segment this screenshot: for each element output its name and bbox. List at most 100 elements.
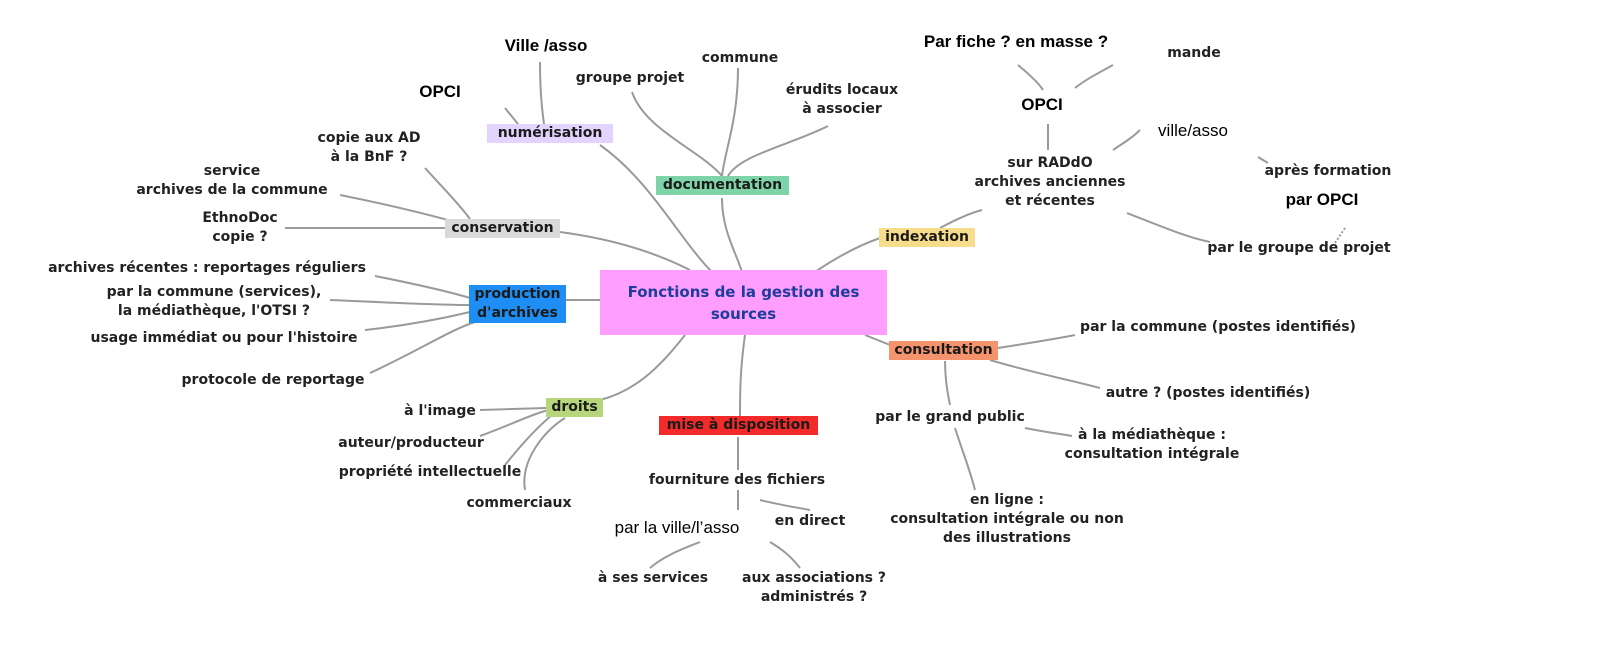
- link-en-direct: [759, 499, 811, 511]
- link-mise: [739, 334, 746, 417]
- leaf-line: archives anciennes: [974, 174, 1126, 190]
- link-commune: [721, 67, 739, 177]
- leaf-associations[interactable]: aux associations ? administrés ?: [742, 569, 886, 607]
- leaf-line: par la commune (services),: [106, 284, 322, 300]
- leaf-commerciaux[interactable]: commerciaux: [466, 495, 572, 511]
- link-par-commune: [329, 299, 471, 306]
- link-groupe-de-projet: [1126, 212, 1211, 243]
- link-droits: [599, 334, 686, 401]
- leaf-opci[interactable]: OPCI: [419, 82, 461, 101]
- leaf-par-opci[interactable]: par OPCI: [1285, 190, 1359, 209]
- leaf-groupe-de-projet[interactable]: par le groupe de projet: [1207, 240, 1391, 256]
- node-documentation[interactable]: documentation: [656, 176, 789, 195]
- leaf-line: archives de la commune: [136, 182, 328, 198]
- leaf-propriete[interactable]: propriété intellectuelle: [338, 464, 522, 480]
- leaf-copie-ad[interactable]: copie aux AD à la BnF ?: [318, 129, 421, 167]
- link-raddo: [939, 209, 983, 229]
- leaf-en-ligne[interactable]: en ligne : consultation intégrale ou non d…: [890, 491, 1124, 548]
- leaf-ethnodoc[interactable]: EthnoDoc copie ?: [202, 209, 277, 247]
- link-image: [479, 407, 547, 411]
- node-consultation[interactable]: consultation: [889, 341, 998, 360]
- leaf-mande[interactable]: mande: [1167, 45, 1221, 61]
- leaf-line: EthnoDoc: [202, 210, 278, 226]
- link-protocole: [369, 321, 476, 374]
- link-en-ligne: [954, 427, 976, 491]
- leaf-line: service: [203, 163, 261, 179]
- link-par-fiche: [1017, 64, 1044, 91]
- link-conservation: [559, 231, 691, 271]
- leaf-line: administrés ?: [760, 589, 868, 605]
- link-grand-public: [944, 360, 951, 406]
- central-topic[interactable]: Fonctions de la gestion des sources: [600, 270, 887, 335]
- node-numerisation[interactable]: numérisation: [487, 124, 613, 143]
- leaf-usage[interactable]: usage immédiat ou pour l'histoire: [90, 330, 358, 346]
- link-apres-formation: [1257, 156, 1269, 164]
- leaf-ville-asso-indexation[interactable]: ville/asso: [1158, 121, 1228, 140]
- node-indexation[interactable]: indexation: [879, 228, 975, 247]
- leaf-line: érudits locaux: [785, 82, 899, 98]
- leaf-line: à la médiathèque :: [1078, 427, 1226, 443]
- leaf-archives-recentes[interactable]: archives récentes : reportages réguliers: [48, 260, 366, 276]
- leaf-grand-public[interactable]: par le grand public: [875, 409, 1025, 425]
- link-opci-left: [504, 107, 519, 125]
- leaf-line: à la BnF ?: [330, 149, 408, 165]
- leaf-autre[interactable]: autre ? (postes identifiés): [1105, 385, 1311, 401]
- link-archives-recentes: [374, 275, 471, 299]
- leaf-line: copie ?: [212, 229, 268, 245]
- leaf-line: à associer: [802, 101, 882, 117]
- link-copie-ad: [424, 167, 471, 220]
- link-par-opci-dotted: [1334, 227, 1346, 244]
- leaf-groupe-projet[interactable]: groupe projet: [575, 70, 685, 86]
- leaf-line: consultation intégrale ou non: [890, 511, 1124, 527]
- node-production-archives[interactable]: production d'archives: [469, 285, 566, 323]
- leaf-commune-postes[interactable]: par la commune (postes identifiés): [1080, 319, 1356, 335]
- leaf-fourniture[interactable]: fourniture des fichiers: [648, 472, 826, 488]
- leaf-line: aux associations ?: [742, 570, 886, 586]
- node-line: production: [474, 286, 561, 302]
- link-numerisation: [599, 144, 713, 273]
- link-service: [339, 194, 456, 223]
- leaf-line: sur RADdO: [1007, 155, 1093, 171]
- leaf-ses-services[interactable]: à ses services: [597, 570, 709, 586]
- link-ville-asso: [539, 61, 545, 125]
- leaf-line: copie aux AD: [317, 130, 421, 146]
- leaf-line: en ligne :: [970, 492, 1044, 508]
- link-auteur: [479, 409, 549, 437]
- leaf-protocole[interactable]: protocole de reportage: [181, 372, 365, 388]
- link-associations: [769, 541, 801, 569]
- node-droits[interactable]: droits: [546, 398, 603, 417]
- link-mande: [1074, 64, 1114, 89]
- leaf-par-la-ville[interactable]: par la ville/l’asso: [614, 518, 740, 537]
- leaf-par-la-commune[interactable]: par la commune (services),la médiathèque…: [107, 283, 322, 321]
- link-consultation: [864, 334, 891, 346]
- leaf-en-direct[interactable]: en direct: [774, 513, 846, 529]
- node-mise-a-disposition[interactable]: mise à disposition: [659, 416, 818, 435]
- leaf-service[interactable]: service archives de la commune: [136, 162, 327, 200]
- leaf-par-fiche[interactable]: Par fiche ? en masse ?: [923, 32, 1109, 51]
- link-mediatheque: [1024, 427, 1073, 437]
- leaf-erudits[interactable]: érudits locaux à associer: [786, 81, 898, 119]
- leaf-line: consultation intégrale: [1064, 446, 1240, 462]
- leaf-auteur[interactable]: auteur/producteur: [338, 435, 484, 451]
- link-ses-services: [649, 541, 701, 569]
- link-par-commune-postes: [997, 334, 1076, 349]
- leaf-commune[interactable]: commune: [701, 50, 779, 66]
- link-usage: [364, 311, 471, 331]
- node-line: d'archives: [477, 305, 558, 321]
- link-ville-asso-right: [1112, 129, 1141, 151]
- leaf-mediatheque[interactable]: à la médiathèque : consultation intégrale: [1065, 426, 1240, 464]
- leaf-opci-indexation[interactable]: OPCI: [1021, 95, 1063, 114]
- link-documentation: [721, 197, 743, 273]
- link-commerciaux: [523, 417, 566, 491]
- node-conservation[interactable]: conservation: [445, 219, 560, 238]
- link-erudits: [727, 125, 829, 177]
- leaf-apres-formation[interactable]: après formation: [1264, 163, 1392, 179]
- link-indexation: [814, 237, 881, 273]
- leaf-line: des illustrations: [943, 530, 1071, 546]
- link-groupe-projet: [631, 91, 723, 177]
- link-propriete: [504, 414, 553, 466]
- leaf-image[interactable]: à l'image: [404, 403, 476, 419]
- leaf-ville-asso[interactable]: Ville /asso: [504, 36, 588, 55]
